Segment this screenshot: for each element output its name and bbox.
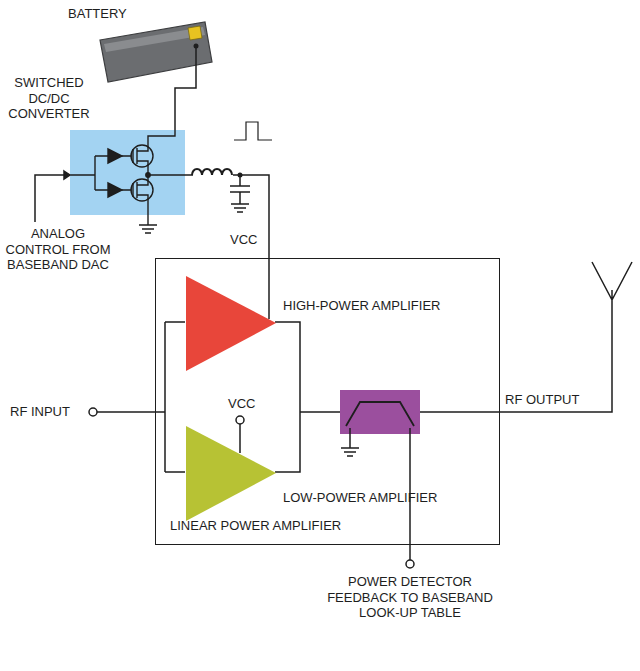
low-power-amplifier-label: LOW-POWER AMPLIFIER [283,490,437,506]
battery-node: BATTERY [60,2,220,94]
signal-label: ANALOG CONTROL FROM BASEBAND DAC [2,226,114,273]
inductor-symbol [192,169,232,175]
dc-dc-converter-label: SWITCHED DC/DC CONVERTER [5,75,93,122]
input-wire [97,322,185,472]
supply-waveform [234,122,272,140]
low-power-amplifier-node: LOW-POWER AMPLIFIER [186,426,276,521]
signal-label: RF OUTPUT [505,392,579,408]
directional-coupler [340,390,420,434]
input-terminal [89,408,97,416]
signal-label: POWER DETECTOR FEEDBACK TO BASEBAND LOOK… [320,574,500,621]
amplifier-module-label: LINEAR POWER AMPLIFIER [170,518,341,534]
signal-label: VCC [230,232,257,248]
vcc-terminal [236,416,244,424]
signal-label: VCC [228,396,255,412]
supply-wire [185,175,269,276]
high-power-amplifier-label: HIGH-POWER AMPLIFIER [283,298,440,314]
amplifier-module-node: LINEAR POWER AMPLIFIER HIGH-POWER AMPLIFI… [155,258,500,545]
supply-wire [174,94,176,130]
capacitor-symbol [230,175,250,212]
ground-symbol [341,428,359,456]
coupled-line [346,402,414,426]
dc-dc-converter-shape [70,130,185,215]
dc-dc-converter-node: SWITCHED DC/DC CONVERTER [70,130,185,215]
battery-label: BATTERY [68,6,127,22]
high-power-amplifier-shape [186,276,276,371]
high-power-amplifier-node: HIGH-POWER AMPLIFIER [186,276,276,371]
signal-label: RF INPUT [10,404,70,420]
output-wire [275,322,340,472]
control-wire [35,175,66,222]
detector-terminal [406,560,414,568]
vcc-wire [239,424,241,453]
antenna-feed [420,262,632,412]
low-power-amplifier-shape [186,426,276,521]
